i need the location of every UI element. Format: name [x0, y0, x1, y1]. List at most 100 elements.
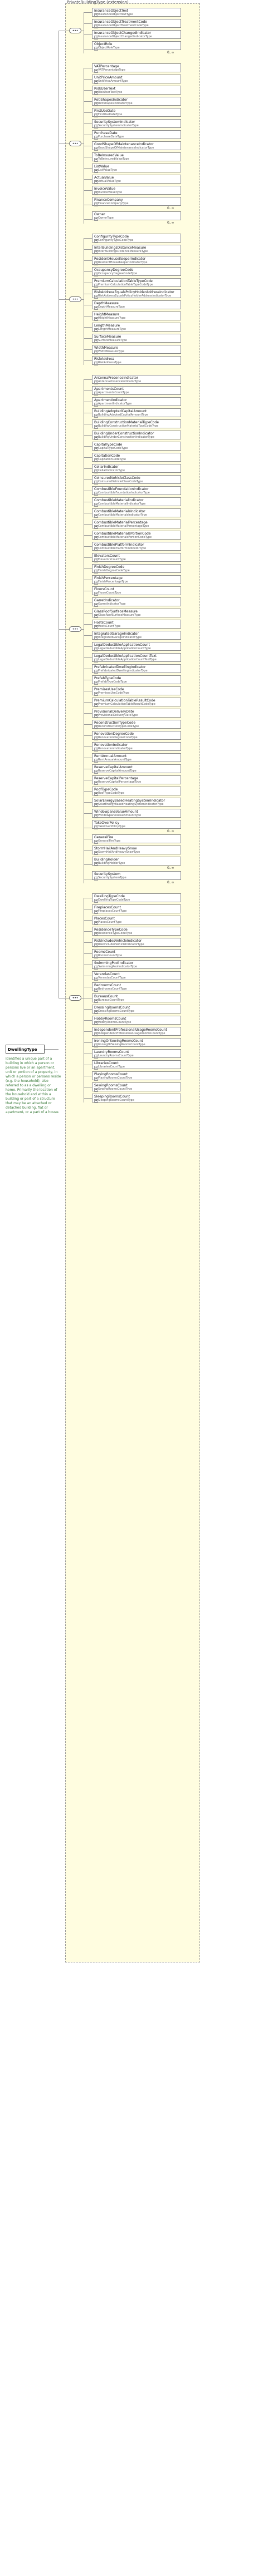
- schema-element[interactable]: RiskAddress+RiskAddressType: [92, 356, 181, 365]
- schema-element[interactable]: InsuranceObjectTreatmentCode+InsuranceOb…: [92, 19, 181, 28]
- expand-icon[interactable]: +: [94, 536, 98, 540]
- schema-element[interactable]: PremiumCalculationTableTypeCode+PremiumC…: [92, 278, 181, 288]
- schema-element[interactable]: RenovationIndicator+RenovationIndicatorT…: [92, 742, 181, 751]
- schema-element[interactable]: CapitalTypeCode+CapitalTypeCodeType: [92, 442, 181, 451]
- schema-element[interactable]: DressingRoomsCount+DressingRoomsCountTyp…: [92, 1005, 181, 1014]
- schema-element[interactable]: StormHailAndHeavySnow+StormHailAndHeavyS…: [92, 846, 181, 855]
- schema-element[interactable]: InterBuildingsDistanceMeasure+InterBuild…: [92, 245, 181, 254]
- schema-element[interactable]: LegalDeductibleApplicationCountText+Lega…: [92, 653, 181, 662]
- schema-element[interactable]: RoofTypeCode+RoofTypeCodeType: [92, 787, 181, 796]
- expand-icon[interactable]: +: [94, 503, 98, 507]
- schema-element[interactable]: DepthMeasure+DepthMeasureType: [92, 300, 181, 310]
- schema-element[interactable]: InsuranceObjectChangedIndicator+Insuranc…: [92, 30, 181, 39]
- expand-icon[interactable]: +: [94, 425, 98, 429]
- schema-element[interactable]: FinishPercentage+FinishPercentageType: [92, 575, 181, 585]
- expand-icon[interactable]: +: [94, 250, 98, 254]
- schema-element[interactable]: IroningOrSewingRoomsCount+IroningOrSewin…: [92, 1038, 181, 1047]
- schema-element[interactable]: RenovationDegreeCode+RenovationDegreeCod…: [92, 731, 181, 740]
- expand-icon[interactable]: +: [94, 814, 98, 818]
- schema-element[interactable]: BuildingHolder+BuildingHolderType: [92, 857, 181, 866]
- schema-element[interactable]: DwellingTypeCode+DwellingTypeCodeType: [92, 893, 181, 903]
- schema-element[interactable]: CoinsuredVehicleClassCode+CoinsuredVehic…: [92, 475, 181, 484]
- schema-element[interactable]: PlacesCount+PlacesCountType: [92, 916, 181, 925]
- schema-element[interactable]: IntegratedGarageIndicator+IntegratedGara…: [92, 631, 181, 640]
- schema-element[interactable]: OccupancyDegreeCode+OccupancyDegreeCodeT…: [92, 267, 181, 276]
- expand-icon[interactable]: +: [94, 581, 98, 585]
- expand-icon[interactable]: +: [94, 469, 98, 473]
- schema-element[interactable]: RoomsCount+RoomsCountType: [92, 949, 181, 958]
- expand-icon[interactable]: +: [94, 1088, 98, 1092]
- expand-icon[interactable]: +: [94, 1066, 98, 1070]
- schema-element[interactable]: HeightMeasure+HeightMeasureType: [92, 312, 181, 321]
- expand-icon[interactable]: +: [94, 977, 98, 981]
- expand-icon[interactable]: +: [94, 403, 98, 407]
- schema-element[interactable]: SecuritySystemIndicator+SecuritySystemIn…: [92, 119, 181, 128]
- expand-icon[interactable]: +: [94, 681, 98, 685]
- schema-element[interactable]: PrefabTypeCode+PrefabTypeCodeType: [92, 675, 181, 685]
- schema-element[interactable]: CellarIndicator+CellarIndicatorType: [92, 464, 181, 473]
- expand-icon[interactable]: +: [94, 625, 98, 629]
- expand-icon[interactable]: +: [94, 670, 98, 674]
- expand-icon[interactable]: +: [94, 603, 98, 607]
- expand-icon[interactable]: +: [94, 725, 98, 729]
- schema-element[interactable]: HostsCount+HostsCountType: [92, 620, 181, 629]
- schema-element[interactable]: PrefabricatedDwellingIndicator+Prefabric…: [92, 664, 181, 674]
- expand-icon[interactable]: +: [94, 481, 98, 484]
- sequence-compositor[interactable]: •••: [69, 626, 81, 632]
- expand-icon[interactable]: +: [94, 69, 98, 73]
- expand-icon[interactable]: +: [94, 877, 98, 881]
- schema-element[interactable]: FinanceCompany+FinanceCompanyType: [92, 197, 181, 206]
- sequence-compositor[interactable]: •••: [69, 296, 81, 302]
- expand-icon[interactable]: +: [94, 636, 98, 640]
- expand-icon[interactable]: +: [94, 932, 98, 936]
- expand-icon[interactable]: +: [94, 1077, 98, 1081]
- expand-icon[interactable]: +: [94, 447, 98, 451]
- expand-icon[interactable]: +: [94, 125, 98, 128]
- expand-icon[interactable]: +: [94, 862, 98, 866]
- expand-icon[interactable]: +: [94, 825, 98, 829]
- expand-icon[interactable]: +: [94, 113, 98, 117]
- expand-icon[interactable]: +: [94, 91, 98, 95]
- expand-icon[interactable]: +: [94, 748, 98, 751]
- expand-icon[interactable]: +: [94, 803, 98, 807]
- schema-element[interactable]: TakeOverPolicy+TakeOverPolicyType: [92, 820, 181, 829]
- expand-icon[interactable]: +: [94, 436, 98, 440]
- schema-element[interactable]: ReconstructionTypeCode+ReconstructionTyp…: [92, 720, 181, 729]
- expand-icon[interactable]: +: [94, 999, 98, 1003]
- expand-icon[interactable]: +: [94, 792, 98, 796]
- schema-element[interactable]: VATPercentage+VATPercentageType: [92, 63, 181, 73]
- schema-element[interactable]: CombustibleMaterialPercentage+Combustibl…: [92, 520, 181, 529]
- expand-icon[interactable]: +: [94, 614, 98, 618]
- schema-element[interactable]: SleepingRoomsCount+SleepingRoomsCountTyp…: [92, 1094, 181, 1103]
- schema-element[interactable]: PurchaseDate+PurchaseDateType: [92, 130, 181, 140]
- expand-icon[interactable]: +: [94, 339, 98, 343]
- schema-element[interactable]: AntennaPresenceIndicator+AntennaPresence…: [92, 375, 181, 384]
- expand-icon[interactable]: +: [94, 36, 98, 39]
- expand-icon[interactable]: +: [94, 492, 98, 496]
- schema-element[interactable]: GoodShapeOfMaintenanceIndicator+GoodShap…: [92, 141, 181, 151]
- schema-element[interactable]: BedroomsCount+BedroomsCountType: [92, 982, 181, 992]
- expand-icon[interactable]: +: [94, 414, 98, 418]
- expand-icon[interactable]: +: [94, 102, 98, 106]
- expand-icon[interactable]: +: [94, 136, 98, 140]
- expand-icon[interactable]: +: [94, 239, 98, 243]
- schema-element[interactable]: BuildingAdoptedCapitalAmount+BuildingAdo…: [92, 408, 181, 418]
- schema-element[interactable]: ConfigurityTypeCode+ConfigurityTypeCodeT…: [92, 234, 181, 243]
- schema-element[interactable]: LibrariesCount+LibrariesCountType: [92, 1060, 181, 1070]
- expand-icon[interactable]: +: [94, 380, 98, 384]
- expand-icon[interactable]: +: [94, 180, 98, 184]
- schema-element[interactable]: LegalDeductibleApplicationCount+LegalDed…: [92, 642, 181, 651]
- schema-element[interactable]: ListValue+ListValueType: [92, 164, 181, 173]
- expand-icon[interactable]: +: [94, 1044, 98, 1047]
- expand-icon[interactable]: +: [94, 759, 98, 763]
- schema-element[interactable]: RiskUserText+RiskUserTextType: [92, 86, 181, 95]
- schema-element[interactable]: ActualValue+ActualValueType: [92, 175, 181, 184]
- schema-element[interactable]: RentAnnualAmount+RentAnnualAmountType: [92, 753, 181, 763]
- sequence-compositor[interactable]: •••: [69, 28, 81, 33]
- expand-icon[interactable]: +: [94, 558, 98, 562]
- expand-icon[interactable]: +: [94, 547, 98, 551]
- schema-element[interactable]: CapitationCode+CapitationCodeType: [92, 453, 181, 462]
- expand-icon[interactable]: +: [94, 988, 98, 992]
- expand-icon[interactable]: +: [94, 217, 98, 221]
- schema-element[interactable]: HobbyRoomsCount+HobbyRoomsCountType: [92, 1016, 181, 1025]
